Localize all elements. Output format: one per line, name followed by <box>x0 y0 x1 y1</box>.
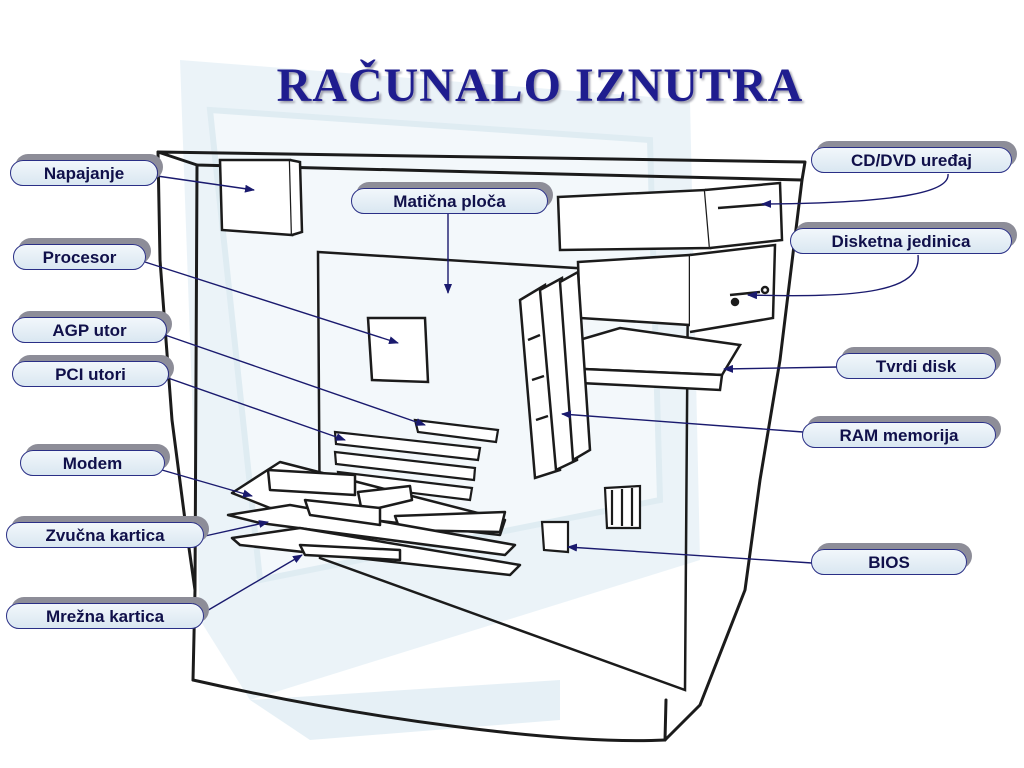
label-pci-utori: PCI utori <box>12 361 169 387</box>
line-ram <box>561 410 804 433</box>
line-modem <box>161 469 253 498</box>
line-tvrdi <box>723 364 839 373</box>
label-maticna-ploca: Matična ploča <box>351 188 548 214</box>
power-supply <box>218 158 304 237</box>
hard-disk <box>550 326 743 392</box>
label-procesor: Procesor <box>13 244 146 270</box>
label-napajanje: Napajanje <box>10 160 158 186</box>
line-mrezna <box>204 554 303 613</box>
label-ram-memorija: RAM memorija <box>802 422 996 448</box>
line-procesor <box>144 261 399 345</box>
ram-modules <box>518 269 592 480</box>
label-zvucna-kartica: Zvučna kartica <box>6 522 204 548</box>
label-tvrdi-disk: Tvrdi disk <box>836 353 996 379</box>
label-agp-utor: AGP utor <box>12 317 167 343</box>
line-bios <box>567 543 813 564</box>
line-napajanje <box>156 175 255 193</box>
label-bios: BIOS <box>811 549 967 575</box>
cpu <box>366 316 430 384</box>
expansion-cards <box>226 460 522 577</box>
bios-chip <box>540 484 642 554</box>
line-cd <box>761 173 949 208</box>
label-modem: Modem <box>20 450 165 476</box>
line-pci <box>167 377 346 441</box>
label-mrezna-kartica: Mrežna kartica <box>6 603 204 629</box>
page-title: RAČUNALO IZNUTRA <box>276 59 804 112</box>
motherboard <box>316 250 690 692</box>
floppy-drive <box>576 243 777 334</box>
leader-lines <box>144 173 949 613</box>
line-zvucna <box>204 520 269 537</box>
label-disketna-jedinica: Disketna jedinica <box>790 228 1012 254</box>
line-agp <box>164 334 426 426</box>
line-disketna <box>747 254 919 300</box>
label-cd-dvd: CD/DVD uređaj <box>811 147 1012 173</box>
